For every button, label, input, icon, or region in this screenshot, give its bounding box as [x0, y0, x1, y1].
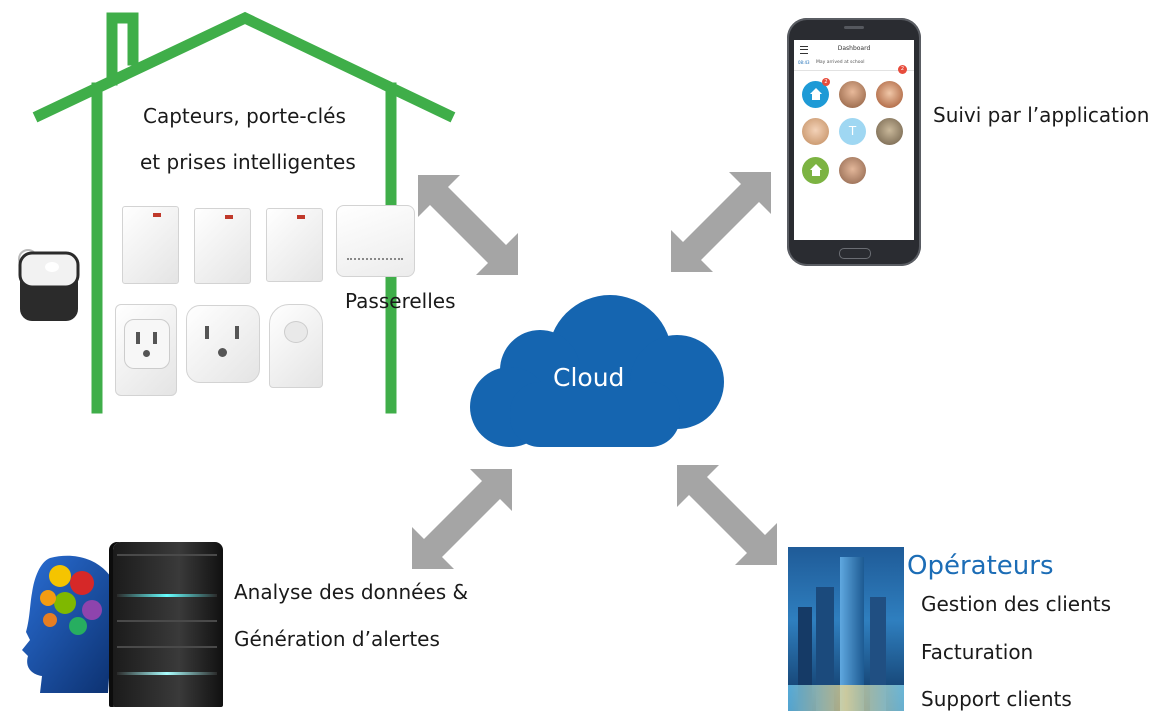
gateway-device — [336, 205, 415, 277]
smartphone: Dashboard 08:43 May arrived at school 2 … — [787, 18, 921, 266]
motion-sensor-1 — [122, 206, 179, 284]
app-label: Suivi par l’application — [933, 103, 1150, 127]
operators-item-billing-customers: Gestion des clients — [921, 592, 1112, 616]
smart-plug-2 — [186, 305, 260, 383]
smart-plug-3 — [269, 304, 323, 388]
cloud-shape — [470, 295, 724, 447]
key-fob-icon — [10, 245, 80, 325]
person-avatar-4[interactable] — [839, 157, 866, 184]
server-icon — [113, 542, 223, 707]
person-avatar-1[interactable] — [839, 81, 866, 108]
gateway-label: Passerelles — [345, 289, 456, 313]
operators-item-support: Support clients — [921, 687, 1072, 711]
home-button[interactable] — [839, 248, 871, 259]
person-avatar-3[interactable] — [802, 118, 829, 145]
arrow-analytics-cloud — [412, 469, 512, 569]
smart-plug-1 — [115, 304, 177, 396]
person-avatar-2[interactable] — [876, 81, 903, 108]
avatar-badge: 2 — [822, 78, 830, 86]
cloud-label: Cloud — [553, 363, 625, 392]
home-avatar-blue[interactable]: 2 — [802, 78, 830, 108]
city-skyline-image — [788, 547, 904, 711]
notification-text: May arrived at school — [816, 60, 865, 65]
operators-title: Opérateurs — [907, 551, 1054, 581]
arrow-cloud-operators — [677, 465, 777, 565]
notification-time: 08:43 — [798, 60, 810, 65]
menu-icon[interactable] — [800, 46, 808, 54]
analytics-line1: Analyse des données & — [234, 580, 469, 604]
brain-gears-icon — [20, 548, 125, 693]
house-title-line1: Capteurs, porte-clés — [143, 104, 346, 128]
notification-badge: 2 — [898, 65, 907, 74]
home-avatar-green[interactable] — [802, 157, 829, 184]
screen-title: Dashboard — [837, 45, 871, 52]
operators-item-invoicing: Facturation — [921, 640, 1034, 664]
arrow-cloud-app — [671, 172, 771, 272]
motion-sensor-2 — [194, 208, 251, 284]
arrow-house-cloud — [418, 175, 518, 275]
pet-avatar[interactable] — [876, 118, 903, 145]
house-title-line2: et prises intelligentes — [140, 150, 356, 174]
phone-screen: Dashboard 08:43 May arrived at school 2 … — [794, 40, 914, 240]
motion-sensor-3 — [266, 208, 323, 282]
letter-avatar[interactable]: T — [839, 118, 866, 145]
analytics-line2: Génération d’alertes — [234, 627, 440, 651]
